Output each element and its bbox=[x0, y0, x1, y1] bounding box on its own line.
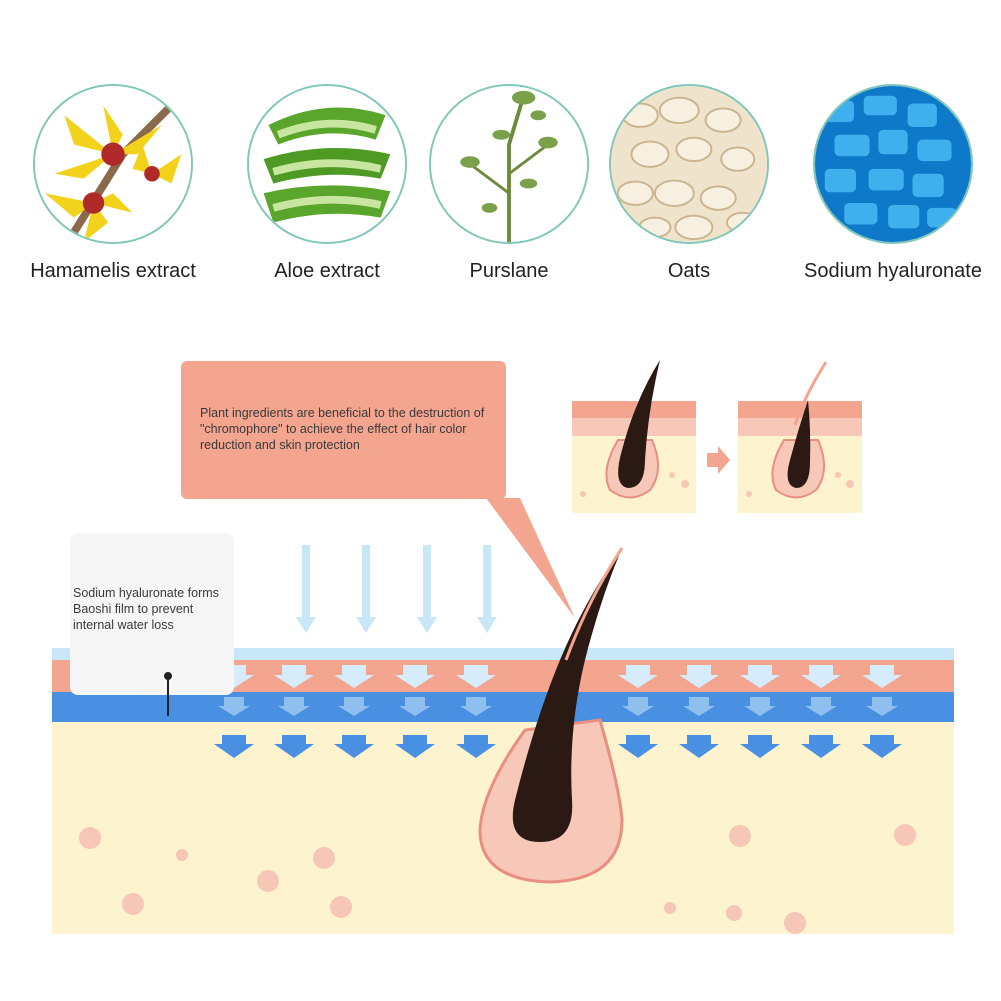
ingredient-aloe: Aloe extract bbox=[237, 84, 417, 283]
barrier-arrows bbox=[218, 697, 898, 716]
ingredient-label: Hamamelis extract bbox=[30, 260, 196, 282]
purslane-plant-icon bbox=[429, 84, 589, 244]
ingredient-oats: Oats bbox=[599, 84, 779, 283]
water-barrier-layer bbox=[52, 692, 954, 722]
plant-callout bbox=[181, 361, 575, 618]
oat-flakes-icon bbox=[609, 84, 769, 244]
ingredient-purslane: Purslane bbox=[419, 84, 599, 283]
ingredient-hamamelis: Hamamelis extract bbox=[23, 84, 203, 283]
hyaluronate-callout-text: Sodium hyaluronate forms Baoshi film to … bbox=[73, 586, 219, 632]
hyaluronate-callout bbox=[70, 533, 234, 716]
dermis-dots bbox=[79, 824, 916, 934]
transition-arrow-icon bbox=[707, 446, 730, 474]
dermis-arrows bbox=[214, 735, 902, 758]
aloe-slices-icon bbox=[247, 84, 407, 244]
plant-callout-text: Plant ingredients are beneficial to the … bbox=[200, 406, 485, 452]
ingredient-label: Purslane bbox=[469, 260, 549, 282]
ingredient-label: Oats bbox=[667, 260, 711, 282]
ingredient-sodium-hyaluronate: Sodium hyaluronate bbox=[793, 84, 993, 283]
witch-hazel-flower-icon bbox=[33, 84, 193, 244]
after-panel bbox=[738, 361, 862, 513]
ingredient-label: Aloe extract bbox=[274, 260, 380, 282]
incoming-arrows bbox=[296, 545, 497, 633]
hair-follicle bbox=[478, 547, 624, 884]
hyaluronate-crystals-icon bbox=[813, 84, 973, 244]
before-panel bbox=[572, 360, 696, 513]
ingredient-label: Sodium hyaluronate bbox=[804, 260, 982, 282]
hyaluronate-film-layer bbox=[52, 648, 954, 660]
